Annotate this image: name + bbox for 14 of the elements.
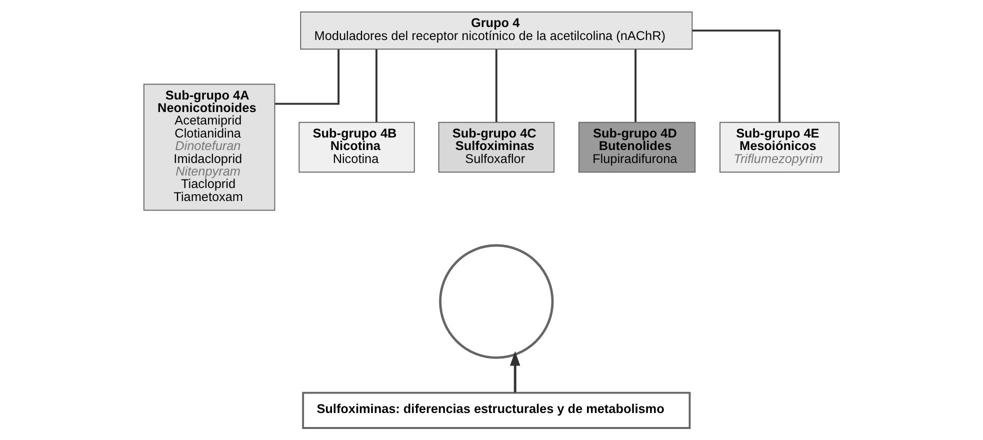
node-box: Sub-grupo 4E Mesoiónicos Triflumezopyrim <box>719 122 840 173</box>
node-circle <box>439 244 554 359</box>
node-box: Sub-grupo 4D Butenolides Flupiradifurona <box>578 122 696 173</box>
node-box: Sub-grupo 4B Nicotina Nicotina <box>298 122 415 173</box>
connector <box>275 49 340 105</box>
node-box: Sub-grupo 4A Neonicotinoides Acetamiprid Clotianidina Dinotefuran Imidacloprid Nitenpyram Tiacloprid Tiametoxam <box>143 84 276 211</box>
arrow <box>510 351 520 392</box>
connector <box>495 49 498 122</box>
connector <box>692 30 781 122</box>
connector <box>634 49 636 122</box>
node-box: Sulfoximinas: diferencias estructurales y de metabolismo <box>302 392 691 429</box>
node-box: Sub-grupo 4C Sulfoximinas Sulfoxaflor <box>438 122 554 173</box>
connector <box>375 49 378 122</box>
node-box: Grupo 4 Moduladores del receptor nicotínico de la acetilcolina (nAChR) <box>300 12 693 50</box>
